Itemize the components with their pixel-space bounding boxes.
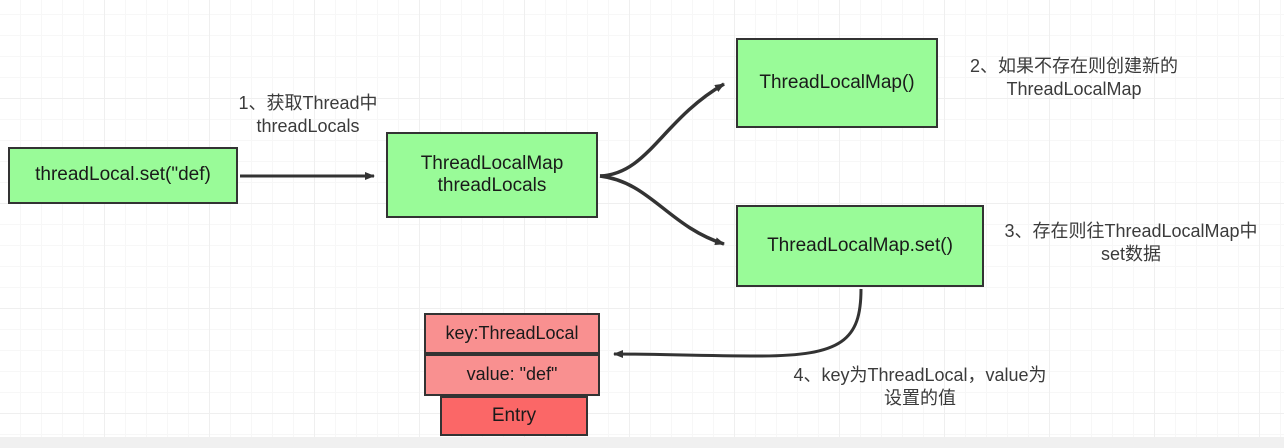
- label-step-3: 3、存在则往ThreadLocalMap中 set数据: [1004, 221, 1258, 265]
- label-step-4: 4、key为ThreadLocal，value为 设置的值: [793, 365, 1047, 409]
- bottom-band: [0, 437, 1284, 448]
- label-step-2: 2、如果不存在则创建新的 ThreadLocalMap: [969, 56, 1178, 100]
- node-threadlocalmap-constructor[interactable]: ThreadLocalMap(): [736, 38, 938, 128]
- node-threadlocalmap-threadlocals[interactable]: ThreadLocalMap threadLocals: [386, 132, 598, 218]
- node-entry-label[interactable]: Entry: [440, 396, 588, 436]
- diagram-canvas: threadLocal.set("def) ThreadLocalMap thr…: [0, 0, 1284, 437]
- node-threadlocal-set[interactable]: threadLocal.set("def): [8, 147, 238, 204]
- edge-map-set-to-entry: [613, 288, 863, 359]
- label-step-1: 1、获取Thread中 threadLocals: [238, 93, 378, 137]
- edge-threadlocals-to-new-map: [599, 82, 725, 178]
- node-entry-key[interactable]: key:ThreadLocal: [424, 313, 600, 354]
- edge-threadlocals-to-map-set: [599, 174, 725, 246]
- node-threadlocalmap-set[interactable]: ThreadLocalMap.set(): [736, 205, 984, 287]
- node-entry-value[interactable]: value: "def": [424, 354, 600, 396]
